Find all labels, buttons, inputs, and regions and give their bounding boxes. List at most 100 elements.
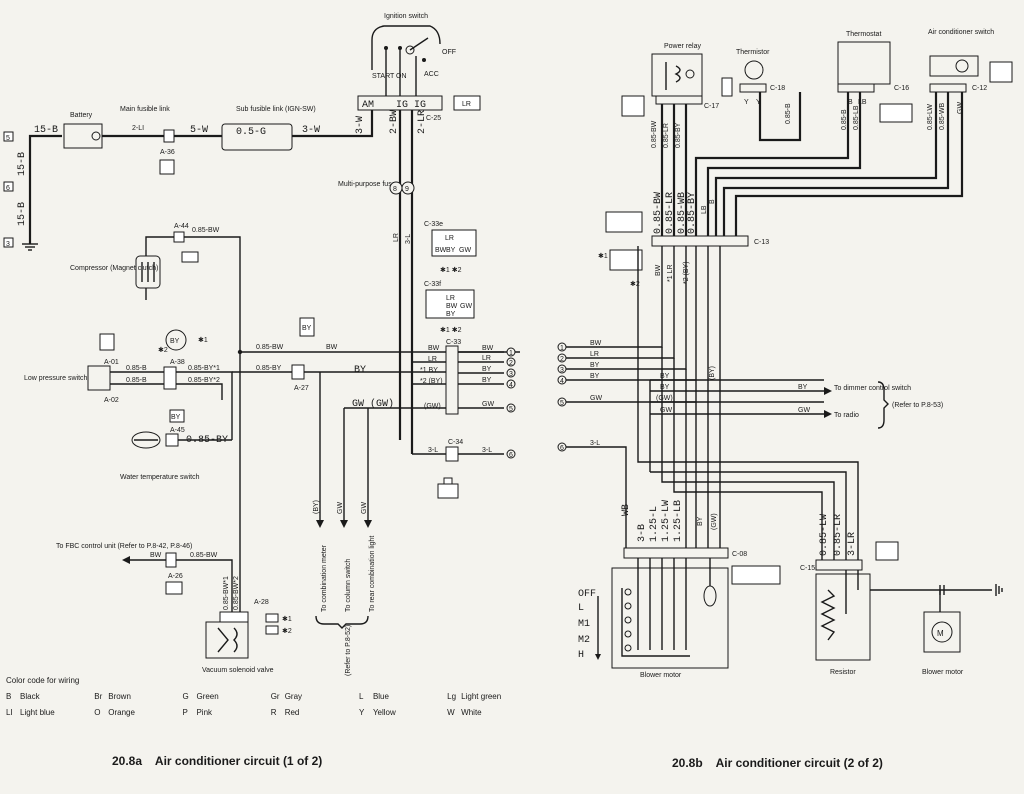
thermistor-label: Thermistor	[736, 49, 770, 56]
c33f-label: C-33f	[424, 281, 441, 288]
c08-mini-connector	[731, 565, 781, 585]
ac-switch-mini-connector	[989, 61, 1013, 83]
c13-out-4: (BY)	[709, 366, 716, 380]
ground-label-3: 15-B	[17, 202, 28, 226]
a38-mark-2: ✱2	[158, 346, 168, 354]
mid-pin-4: GW	[660, 407, 672, 414]
c15-label: C-15	[800, 565, 815, 572]
wire-3w-vertical: 3-W	[355, 116, 366, 134]
wire-bw-fbc: BW	[150, 552, 162, 559]
caption-left-title: Air conditioner circuit (1 of 2)	[154, 754, 323, 768]
in-pin-5: GW	[590, 395, 602, 402]
svg-text:6: 6	[560, 445, 564, 452]
a28-mark-2: ✱2	[282, 627, 292, 635]
a01-label: A-01	[104, 359, 119, 366]
ign-pos-on: ON	[396, 73, 407, 80]
ign-pos-acc: ACC	[424, 71, 439, 78]
a27-connector	[291, 364, 305, 380]
wire-3w: 3-W	[302, 125, 320, 136]
a45-plug-icon: BY	[169, 409, 185, 423]
out-pin-1: BW	[482, 345, 494, 352]
caption-right-num: 20.8b	[672, 756, 703, 770]
legend-title: Color code for wiring	[6, 676, 80, 685]
resistor-wire-1: 0.85-LW	[819, 514, 830, 556]
thermistor-mini-connector	[721, 77, 733, 97]
main-fusible-label: Main fusible link	[120, 106, 170, 113]
c34-label: C-34	[448, 439, 463, 446]
speed-m1: M1	[578, 619, 590, 630]
ground-symbol	[22, 243, 38, 251]
c34-pin-left: 3-L	[428, 447, 438, 454]
wire-085bw-v2: 0.85-BW*2	[233, 576, 240, 610]
c33f-marks: ✱1 ✱2	[440, 326, 462, 334]
fbc-wire	[130, 559, 233, 612]
ground-id-3: 3	[6, 241, 10, 248]
bw-junction	[237, 349, 243, 355]
wire-by: BY	[354, 365, 366, 376]
thermostat-wire-1: 0.85-B	[841, 109, 848, 130]
svg-text:BW: BW	[435, 247, 447, 254]
down-dest-1: To combination meter	[321, 544, 328, 612]
mid-buses	[650, 379, 824, 415]
c13-connector	[651, 235, 749, 247]
wire-2bw: 2-BW	[389, 110, 400, 134]
wire-2lr: 2-LR	[417, 110, 428, 134]
caption-right-title: Air conditioner circuit (2 of 2)	[715, 756, 883, 770]
down-arrow-1	[316, 520, 324, 528]
thermistor-wire-1: Y	[744, 99, 749, 106]
in-terminals: 1 2 3 4 5 6	[557, 342, 567, 452]
ground-id-box-3	[3, 237, 14, 248]
ground-id-1: 5	[6, 135, 10, 142]
a28-label: A-28	[254, 599, 269, 606]
c33-pin-lr: LR	[428, 356, 437, 363]
wire-085bw: 0.85-BW	[256, 344, 284, 351]
resistor-leads	[845, 570, 930, 614]
bundle-label-4: 0.85-BY	[687, 192, 698, 234]
wire-085bw-fbc: 0.85-BW	[190, 552, 218, 559]
ign-term-ig2: IG	[414, 100, 426, 111]
blower-wire-3: 1.25-L	[649, 506, 660, 542]
fusible-mini-connector	[159, 159, 175, 175]
svg-text:LR: LR	[462, 101, 471, 108]
fuse-9	[401, 181, 415, 195]
blower-wire-7: (GW)	[711, 513, 718, 530]
a45-connector	[165, 433, 179, 447]
ground-id-box-1	[3, 131, 14, 142]
thermostat-pin-lb: LB	[858, 99, 867, 106]
radio-label: To radio	[834, 412, 859, 419]
c13-label: C-13	[754, 239, 769, 246]
ac-pin-gw: GW	[957, 102, 964, 114]
ign-term-ig1: IG	[396, 100, 408, 111]
down-wire-1: (BY)	[313, 500, 320, 514]
compressor-mini-connector	[181, 251, 199, 263]
ac-switch-lamp	[955, 59, 969, 73]
a28-mark-1: ✱1	[282, 615, 292, 623]
out-pin-2: LR	[482, 355, 491, 362]
speed-m2: M2	[578, 635, 590, 646]
power-relay-mini-connector	[621, 95, 645, 117]
svg-text:4: 4	[560, 378, 564, 385]
c13-mini-connector	[605, 211, 643, 271]
speed-h: H	[578, 650, 584, 661]
svg-text:5: 5	[509, 406, 513, 413]
lower-bundle	[637, 246, 859, 560]
resistor-coil	[820, 589, 836, 641]
blower-switch-box	[611, 567, 729, 669]
relay-wire-2: 0.85-LR	[663, 123, 670, 148]
radio-arrow	[824, 410, 832, 418]
refer-p8-53: (Refer to P.8-53)	[892, 402, 943, 409]
blower-wire-1: WB	[621, 504, 632, 516]
a45-label: A-45	[170, 427, 185, 434]
wire-085b-1: 0.85-B	[126, 365, 147, 372]
ground-strap	[28, 134, 62, 244]
caption-left-num: 20.8a	[112, 754, 143, 768]
battery-label: Battery	[70, 112, 93, 119]
a01-plug-icon	[99, 333, 115, 351]
bundle-extra-1: LB	[701, 205, 708, 214]
dimmer-wire: BY	[798, 384, 808, 391]
thermostat-mini-connector	[879, 103, 913, 123]
ac-wire-1: 0.85-LW	[927, 104, 934, 130]
c18-connector	[739, 83, 767, 93]
wire-gw-gw: GW (GW)	[352, 398, 394, 410]
